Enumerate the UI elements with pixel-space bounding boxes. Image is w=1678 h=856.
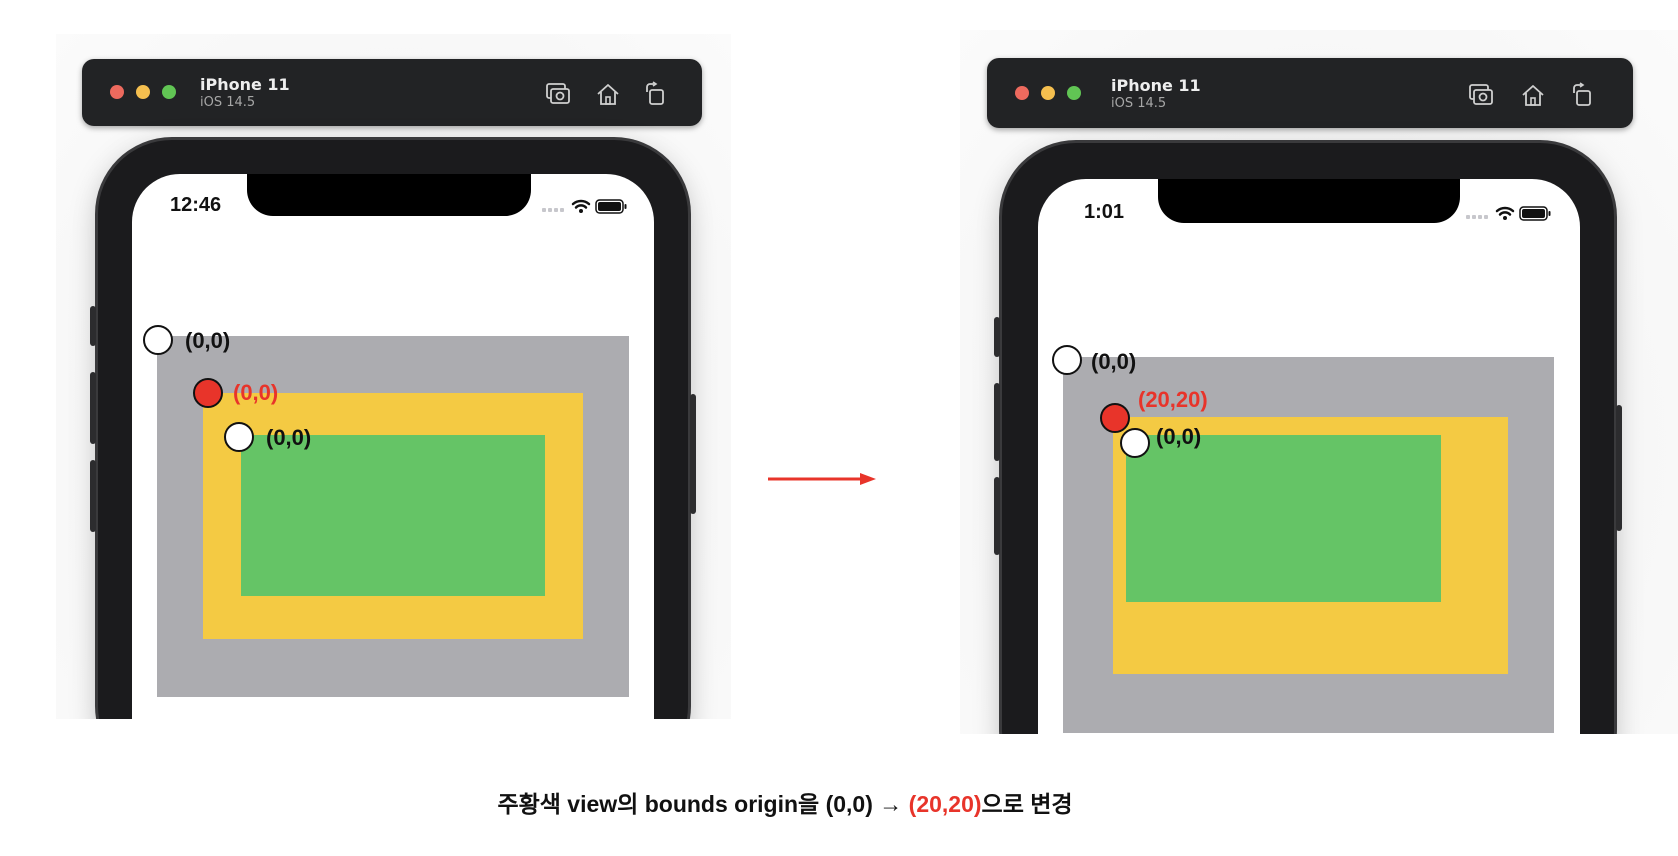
close-window-button[interactable] [1015,86,1029,100]
caption-highlight: (20,20) [908,791,982,817]
left-simulator-panel: iPhone 11 iOS 14.5 12:46 [56,34,731,719]
iphone-frame: 12:46 (0,0) [90,140,696,719]
simulator-toolbar: iPhone 11 iOS 14.5 [82,59,702,126]
screenshot-icon[interactable] [544,81,572,107]
signal-icon [1466,215,1488,219]
iphone-frame: 1:01 (0,0) [994,143,1622,734]
superview-origin-label: (0,0) [185,328,231,353]
device-name: iPhone 11 [1111,76,1201,95]
superview-origin-marker [143,325,173,355]
green-subview [241,435,545,596]
right-simulator-panel: iPhone 11 iOS 14.5 1:01 [960,30,1678,734]
status-icons [1466,206,1551,221]
superview-origin-label: (0,0) [1091,349,1137,374]
orange-origin-label: (20,20) [1138,387,1208,412]
wifi-icon [571,199,591,209]
caption-prefix: 주황색 view의 bounds origin을 (0,0) → [497,791,909,817]
os-version: iOS 14.5 [1111,96,1167,111]
volume-down-button [90,460,96,532]
orange-origin-marker [193,378,223,408]
volume-up-button [90,372,96,444]
notch [1158,179,1460,223]
home-icon[interactable] [594,81,622,107]
superview-origin-marker [1052,345,1082,375]
orange-origin-label: (0,0) [233,380,279,405]
close-window-button[interactable] [110,85,124,99]
green-origin-marker [1120,428,1150,458]
simulator-screen: 12:46 (0,0) [132,174,654,719]
wifi-icon [1495,206,1515,216]
volume-up-button [994,383,1000,461]
transition-arrow-icon [768,473,876,485]
simulator-toolbar: iPhone 11 iOS 14.5 [987,58,1633,128]
home-icon[interactable] [1519,82,1547,108]
battery-icon [595,199,627,214]
notch [247,174,531,216]
mute-switch [994,317,1000,357]
caption-suffix: 으로 변경 [981,791,1073,817]
minimize-window-button[interactable] [136,85,150,99]
green-origin-label: (0,0) [1156,424,1202,449]
rotate-icon[interactable] [1569,82,1597,108]
os-version: iOS 14.5 [200,95,256,110]
green-origin-label: (0,0) [266,425,312,450]
volume-down-button [994,477,1000,555]
status-icons [542,199,627,214]
simulator-screen: 1:01 (0,0) [1038,179,1580,734]
mute-switch [90,306,96,346]
zoom-window-button[interactable] [162,85,176,99]
minimize-window-button[interactable] [1041,86,1055,100]
rotate-icon[interactable] [642,81,670,107]
power-button [1616,405,1622,531]
battery-icon [1519,206,1551,221]
status-time: 12:46 [170,194,222,216]
status-time: 1:01 [1084,201,1125,223]
orange-origin-marker [1100,403,1130,433]
green-origin-marker [224,422,254,452]
caption: 주황색 view의 bounds origin을 (0,0) → (20,20)… [0,785,1570,819]
power-button [690,394,696,514]
signal-icon [542,208,564,212]
screenshot-icon[interactable] [1467,82,1495,108]
device-name: iPhone 11 [200,75,290,94]
zoom-window-button[interactable] [1067,86,1081,100]
green-subview [1126,435,1441,602]
